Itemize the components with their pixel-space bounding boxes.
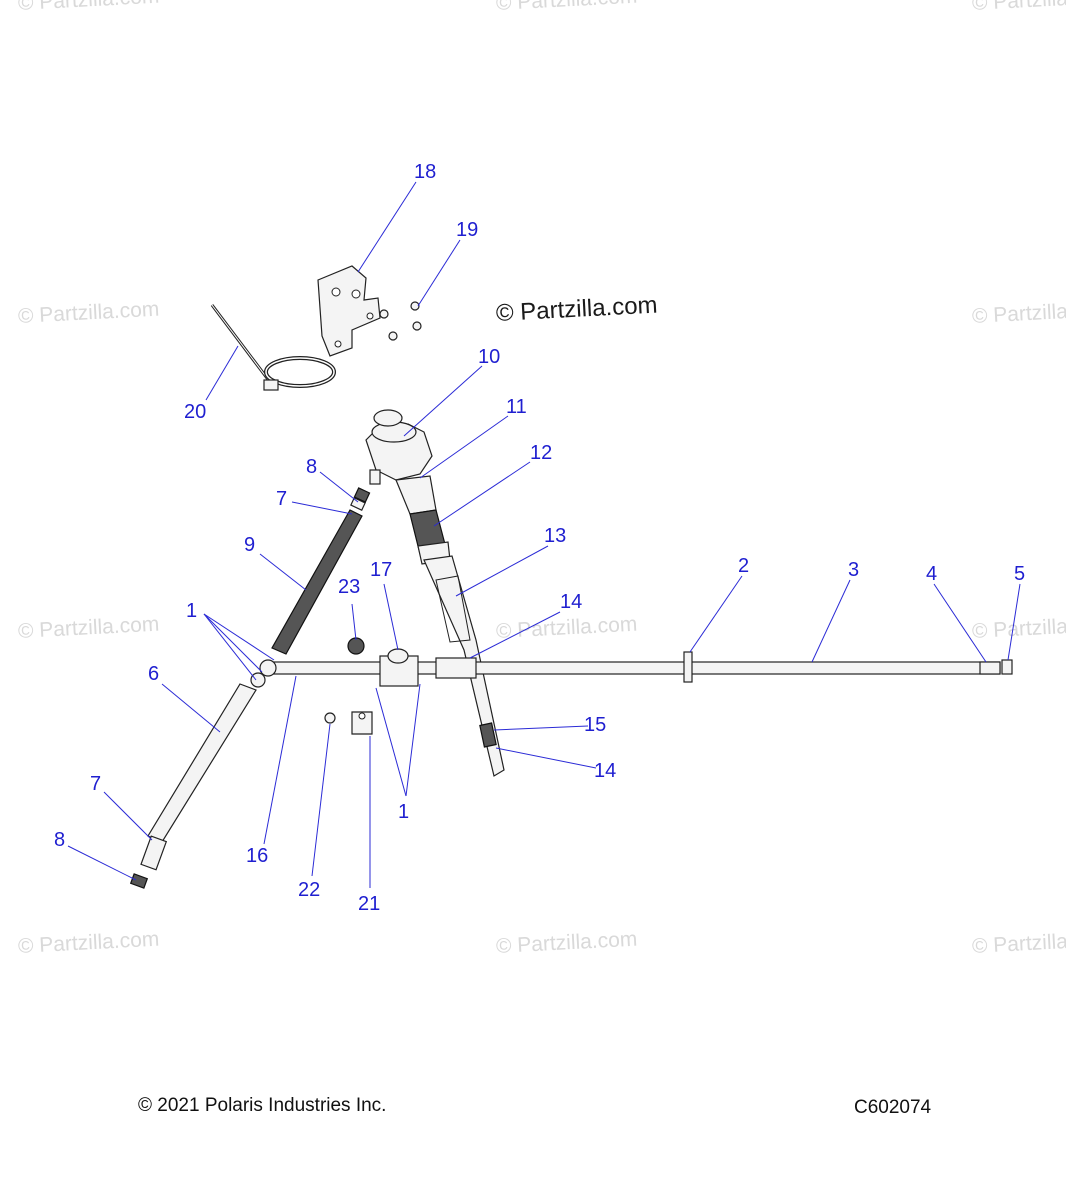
callout-4: 4 xyxy=(926,563,937,585)
callout-9: 9 xyxy=(244,534,255,556)
part-column-sleeve xyxy=(395,475,451,565)
callout-17: 17 xyxy=(370,559,392,581)
callout-7: 7 xyxy=(90,773,101,795)
callout-14: 14 xyxy=(560,591,582,613)
callout-14: 14 xyxy=(594,760,616,782)
callout-19: 19 xyxy=(456,219,478,241)
part-shaft-clamp xyxy=(379,648,477,687)
callout-1: 1 xyxy=(186,600,197,622)
part-actuator xyxy=(365,409,433,485)
callout-15: 15 xyxy=(584,714,606,736)
part-tube-lower xyxy=(129,683,257,889)
copyright-notice: © 2021 Polaris Industries Inc. xyxy=(138,1095,387,1116)
callout-16: 16 xyxy=(246,845,268,867)
callout-labels: 18 19 20 10 11 12 13 14 15 14 2 3 4 5 8 … xyxy=(54,161,1025,915)
callout-11: 11 xyxy=(506,396,527,418)
callout-6: 6 xyxy=(148,663,159,685)
callout-23: 23 xyxy=(338,576,360,598)
callout-21: 21 xyxy=(358,893,380,915)
diagram-code: C602074 xyxy=(854,1097,932,1118)
callout-3: 3 xyxy=(848,559,859,581)
callout-8: 8 xyxy=(54,829,65,851)
part-bracket xyxy=(317,265,381,357)
part-cap xyxy=(353,487,371,503)
part-tube-upper xyxy=(271,497,366,655)
part-zip-tie xyxy=(210,304,336,391)
callout-2: 2 xyxy=(738,555,749,577)
part-washer xyxy=(324,712,336,724)
part-main-shaft xyxy=(250,651,1013,688)
callout-8: 8 xyxy=(306,456,317,478)
part-column-shaft xyxy=(423,555,505,777)
callout-7: 7 xyxy=(276,488,287,510)
callout-22: 22 xyxy=(298,879,320,901)
leader-lines xyxy=(67,181,1021,888)
callout-10: 10 xyxy=(478,346,500,368)
callout-5: 5 xyxy=(1014,563,1025,585)
part-screws xyxy=(379,301,422,341)
part-nut xyxy=(347,637,365,655)
callout-12: 12 xyxy=(530,442,552,464)
callout-13: 13 xyxy=(544,525,566,547)
part-clip xyxy=(351,711,373,735)
callout-20: 20 xyxy=(184,401,206,423)
callout-1: 1 xyxy=(398,801,409,823)
callout-18: 18 xyxy=(414,161,436,183)
